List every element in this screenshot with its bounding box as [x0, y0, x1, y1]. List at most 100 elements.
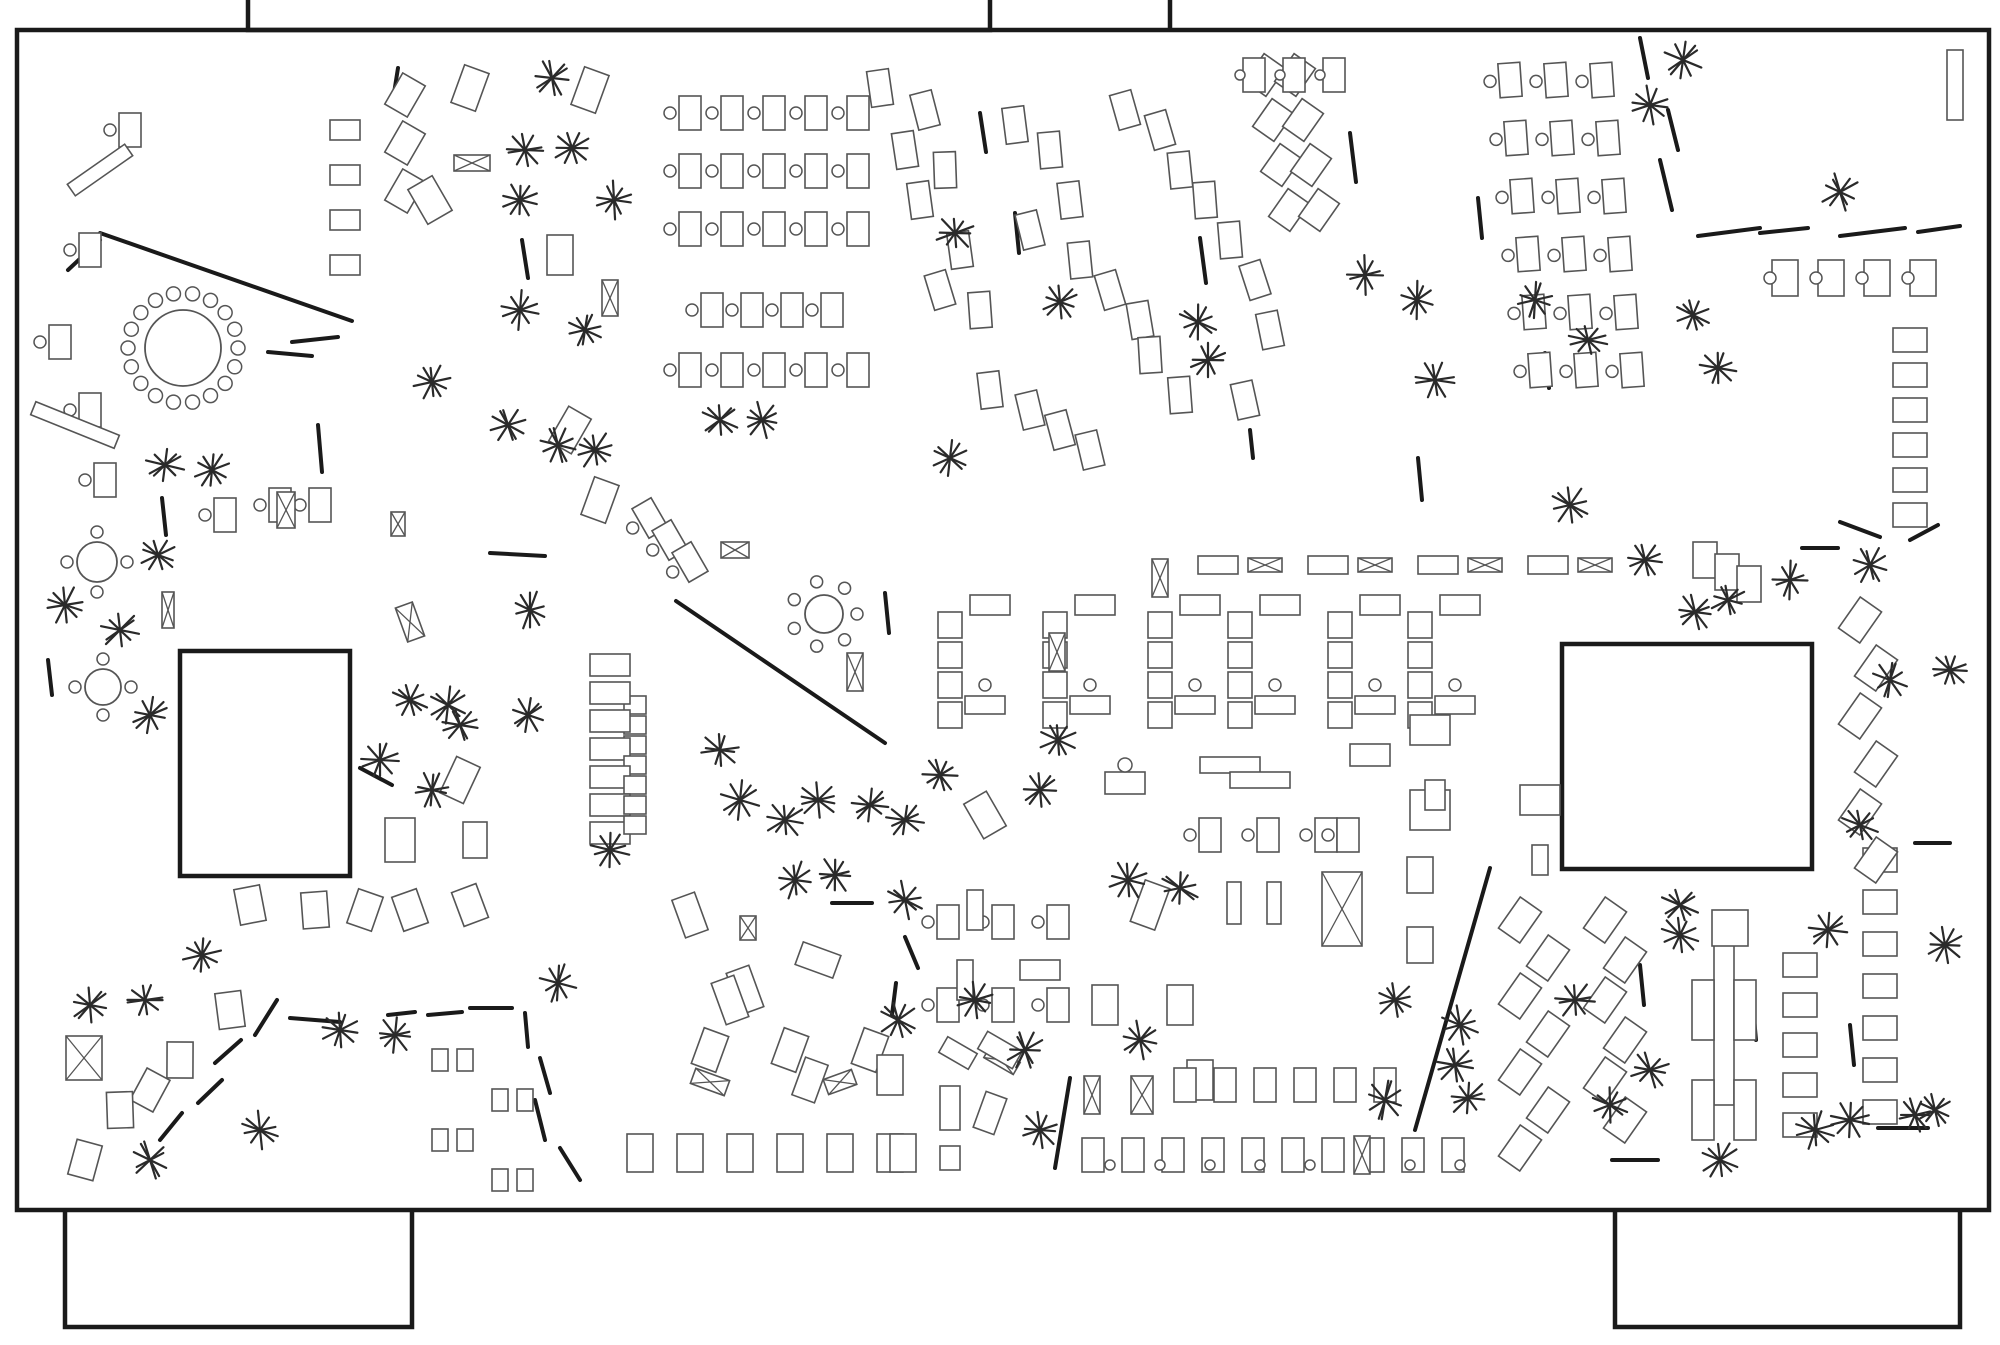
- plant-leaf: [536, 67, 568, 89]
- desk-icon: [1713, 924, 1735, 1106]
- desk-top: [1359, 594, 1401, 616]
- plant-icon: [1841, 809, 1879, 841]
- desk-icon: [1434, 695, 1476, 715]
- chair-icon: [1513, 364, 1527, 379]
- desk-top: [1548, 119, 1576, 157]
- chair-icon: [1535, 132, 1549, 147]
- desk-icon: [1862, 931, 1898, 957]
- plant-icon: [1872, 661, 1908, 699]
- chair-icon: [809, 639, 824, 653]
- desk-icon: [1527, 555, 1569, 575]
- desk-top: [1198, 817, 1222, 853]
- plant-leaf: [723, 788, 757, 812]
- desk-icon: [1407, 611, 1433, 639]
- desk-icon: [1782, 1072, 1818, 1098]
- top-annex-left: [245, 0, 993, 33]
- desk-top: [1327, 641, 1353, 669]
- desk-top: [923, 268, 957, 312]
- desk-top: [491, 1168, 509, 1192]
- desk-top: [1036, 130, 1064, 170]
- desk-top: [390, 887, 430, 933]
- desk-top: [676, 1133, 704, 1173]
- building-structure: [14, 0, 1992, 1330]
- desk-top: [1434, 695, 1476, 715]
- desk-top: [1946, 49, 1964, 121]
- plant-icon: [1678, 593, 1712, 631]
- plant-leaf: [1183, 315, 1213, 329]
- desk-top: [491, 1088, 509, 1112]
- desk-icon: [956, 959, 974, 1001]
- plant-leaf: [1821, 181, 1859, 203]
- desk-top: [762, 153, 786, 189]
- desk-top: [678, 153, 702, 189]
- desk-top: [889, 1133, 917, 1173]
- plant-icon: [1701, 1142, 1739, 1178]
- plant-icon: [360, 742, 400, 778]
- desk-top: [1297, 187, 1341, 233]
- desk-top: [1147, 611, 1173, 639]
- plant-leaf: [700, 746, 740, 754]
- plant-leaf: [193, 462, 231, 478]
- plant-leaf: [1552, 500, 1588, 510]
- desk-icon: [710, 974, 750, 1026]
- desk-top: [762, 211, 786, 247]
- chair-icon: [850, 607, 864, 621]
- desk-top: [105, 1090, 135, 1130]
- desk-icon: [976, 1030, 1024, 1070]
- desk-icon: [390, 887, 430, 933]
- desk-icon: [1197, 555, 1239, 575]
- desk-top: [1293, 1067, 1317, 1103]
- chair-icon: [1154, 1159, 1166, 1171]
- desk-icon: [790, 1056, 830, 1104]
- desk-top: [678, 95, 702, 131]
- desk-top: [726, 1133, 754, 1173]
- desk-icon: [969, 594, 1011, 616]
- chair-icon: [1855, 271, 1869, 285]
- desk-top: [939, 1085, 961, 1131]
- desk-top: [516, 1088, 534, 1112]
- desk-top: [456, 1048, 474, 1072]
- desk-top: [720, 95, 744, 131]
- desk-top: [678, 211, 702, 247]
- desk-top: [1600, 177, 1628, 215]
- chair-icon: [831, 106, 845, 120]
- plant-leaf: [442, 718, 478, 732]
- desk-top: [1837, 595, 1883, 645]
- desk-icon: [1254, 309, 1286, 351]
- desk-top: [1525, 933, 1571, 983]
- partition-wall: [558, 1146, 582, 1182]
- plant-icon: [1551, 486, 1589, 524]
- storage-cabinet-icon: [601, 279, 619, 317]
- partition-wall: [1908, 523, 1940, 542]
- plant-icon: [1441, 1004, 1479, 1046]
- plant-icon: [181, 937, 223, 973]
- desk-top: [1125, 299, 1155, 341]
- plant-icon: [1771, 559, 1809, 601]
- desk-icon: [128, 1066, 172, 1114]
- desk-icon: [865, 67, 895, 109]
- desk-top: [1862, 973, 1898, 999]
- desk-icon: [705, 211, 744, 247]
- desk-icon: [1495, 177, 1536, 215]
- chair-icon: [765, 303, 779, 317]
- desk-top: [1254, 309, 1286, 351]
- chair-icon: [831, 222, 845, 236]
- desk-top: [962, 790, 1008, 840]
- chair-icon: [123, 321, 140, 337]
- desk-icon: [747, 211, 786, 247]
- partition-wall: [1053, 1076, 1072, 1170]
- partition-wall: [358, 766, 394, 787]
- chair-icon: [789, 222, 803, 236]
- chair-icon: [1547, 248, 1561, 263]
- plant-leaf: [766, 808, 804, 832]
- chair-icon: [1495, 190, 1509, 205]
- chair-icon: [665, 565, 680, 579]
- plant-icon: [441, 709, 479, 741]
- core-left: [177, 648, 353, 879]
- desk-top: [1000, 104, 1030, 146]
- desk-icon: [1736, 565, 1762, 603]
- desk-icon: [1143, 108, 1177, 152]
- desk-icon: [1227, 611, 1253, 639]
- desk-icon: [1782, 992, 1818, 1018]
- desk-top: [1862, 1057, 1898, 1083]
